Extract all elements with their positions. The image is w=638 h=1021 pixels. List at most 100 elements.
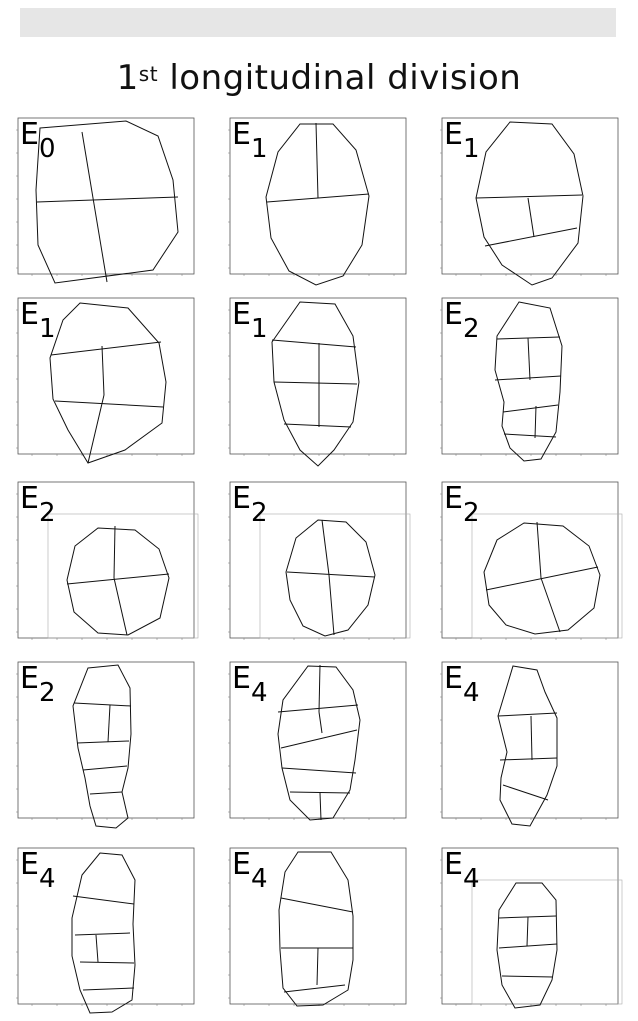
stage-subscript: 4 xyxy=(463,678,480,708)
cell-division-line xyxy=(67,574,169,584)
embryo-panel: E1 xyxy=(224,296,412,458)
stage-subscript: 1 xyxy=(251,314,268,344)
embryo-panel: E4 xyxy=(436,846,624,1008)
stage-subscript: 2 xyxy=(463,314,480,344)
cell-division-line xyxy=(82,132,107,282)
cell-division-line xyxy=(499,944,557,948)
cell-division-line xyxy=(73,896,134,904)
cell-division-line xyxy=(284,985,345,992)
cell-division-line xyxy=(281,898,353,912)
stage-label: E1 xyxy=(232,120,268,156)
cell-division-line xyxy=(274,382,357,384)
cell-division-line xyxy=(319,665,320,712)
cell-division-line xyxy=(486,567,598,590)
embryo-panel: E1 xyxy=(436,116,624,278)
stage-label: E0 xyxy=(20,120,56,156)
stage-subscript: 4 xyxy=(463,864,480,894)
cell-division-line xyxy=(74,703,131,706)
stage-subscript: 1 xyxy=(251,134,268,164)
stage-subscript: 4 xyxy=(251,864,268,894)
stage-subscript: 2 xyxy=(39,678,56,708)
inset-frame xyxy=(472,880,622,1004)
embryo-panel: E2 xyxy=(12,480,200,642)
cell-division-line xyxy=(75,933,130,935)
stage-subscript: 1 xyxy=(463,134,480,164)
cell-division-line xyxy=(319,712,322,733)
cell-division-line xyxy=(287,572,375,577)
cell-division-line xyxy=(316,123,318,198)
embryo-outline xyxy=(279,852,353,1006)
cell-division-line xyxy=(83,766,127,770)
cell-division-line xyxy=(498,713,557,716)
stage-letter: E xyxy=(444,661,463,696)
cell-division-line xyxy=(102,346,104,395)
cell-division-line xyxy=(51,342,161,355)
stage-label: E2 xyxy=(20,664,56,700)
embryo-panel: E2 xyxy=(224,480,412,642)
cell-division-line xyxy=(317,948,318,985)
title-superscript: st xyxy=(139,62,158,86)
stage-label: E1 xyxy=(444,120,480,156)
stage-label: E4 xyxy=(20,850,56,886)
stage-label: E4 xyxy=(232,850,268,886)
stage-letter: E xyxy=(444,117,463,152)
stage-letter: E xyxy=(20,847,39,882)
cell-division-line xyxy=(528,198,534,237)
stage-subscript: 4 xyxy=(251,678,268,708)
cell-division-line xyxy=(535,406,536,438)
embryo-panel: E4 xyxy=(436,660,624,822)
stage-letter: E xyxy=(444,297,463,332)
stage-letter: E xyxy=(444,481,463,516)
cell-division-line xyxy=(537,522,541,578)
stage-letter: E xyxy=(232,481,251,516)
stage-subscript: 2 xyxy=(463,498,480,528)
cell-division-line xyxy=(502,976,553,977)
embryo-outline xyxy=(498,666,557,826)
cell-division-line xyxy=(80,962,134,963)
cell-division-line xyxy=(278,705,358,712)
stage-label: E2 xyxy=(444,300,480,336)
cell-division-line xyxy=(528,338,530,380)
stage-letter: E xyxy=(20,117,39,152)
embryo-panel: E1 xyxy=(224,116,412,278)
cell-division-line xyxy=(504,434,556,437)
embryo-outline xyxy=(73,665,131,828)
embryo-panel: E2 xyxy=(436,480,624,642)
embryo-panel: E4 xyxy=(12,846,200,1008)
embryo-panel: E2 xyxy=(436,296,624,458)
cell-division-line xyxy=(495,376,561,380)
stage-label: E1 xyxy=(20,300,56,336)
stage-label: E2 xyxy=(20,484,56,520)
cell-division-line xyxy=(37,197,178,202)
cell-division-line xyxy=(320,793,321,820)
cell-division-line xyxy=(108,705,110,742)
cell-division-line xyxy=(281,730,357,748)
stage-label: E1 xyxy=(232,300,268,336)
stage-letter: E xyxy=(232,117,251,152)
cell-division-line xyxy=(541,578,560,632)
title-number: 1 xyxy=(117,58,139,98)
stage-letter: E xyxy=(20,661,39,696)
cell-division-line xyxy=(88,395,104,463)
embryo-outline xyxy=(476,122,583,285)
cell-division-line xyxy=(77,741,129,743)
stage-subscript: 1 xyxy=(39,314,56,344)
embryo-outline xyxy=(50,303,166,463)
stage-letter: E xyxy=(232,297,251,332)
embryo-panel: E2 xyxy=(12,660,200,822)
cell-division-line xyxy=(114,578,127,635)
top-bar xyxy=(20,8,616,37)
cell-division-line xyxy=(503,405,558,412)
stage-letter: E xyxy=(20,297,39,332)
embryo-outline xyxy=(67,528,169,635)
cell-division-line xyxy=(83,988,134,990)
cell-division-line xyxy=(485,228,577,246)
embryo-outline xyxy=(36,121,178,283)
stage-subscript: 2 xyxy=(39,498,56,528)
embryo-outline xyxy=(266,124,369,285)
cell-division-line xyxy=(322,520,329,575)
cell-division-line xyxy=(90,792,122,794)
stage-subscript: 2 xyxy=(251,498,268,528)
embryo-panel: E4 xyxy=(224,846,412,1008)
cell-division-line xyxy=(284,424,351,427)
